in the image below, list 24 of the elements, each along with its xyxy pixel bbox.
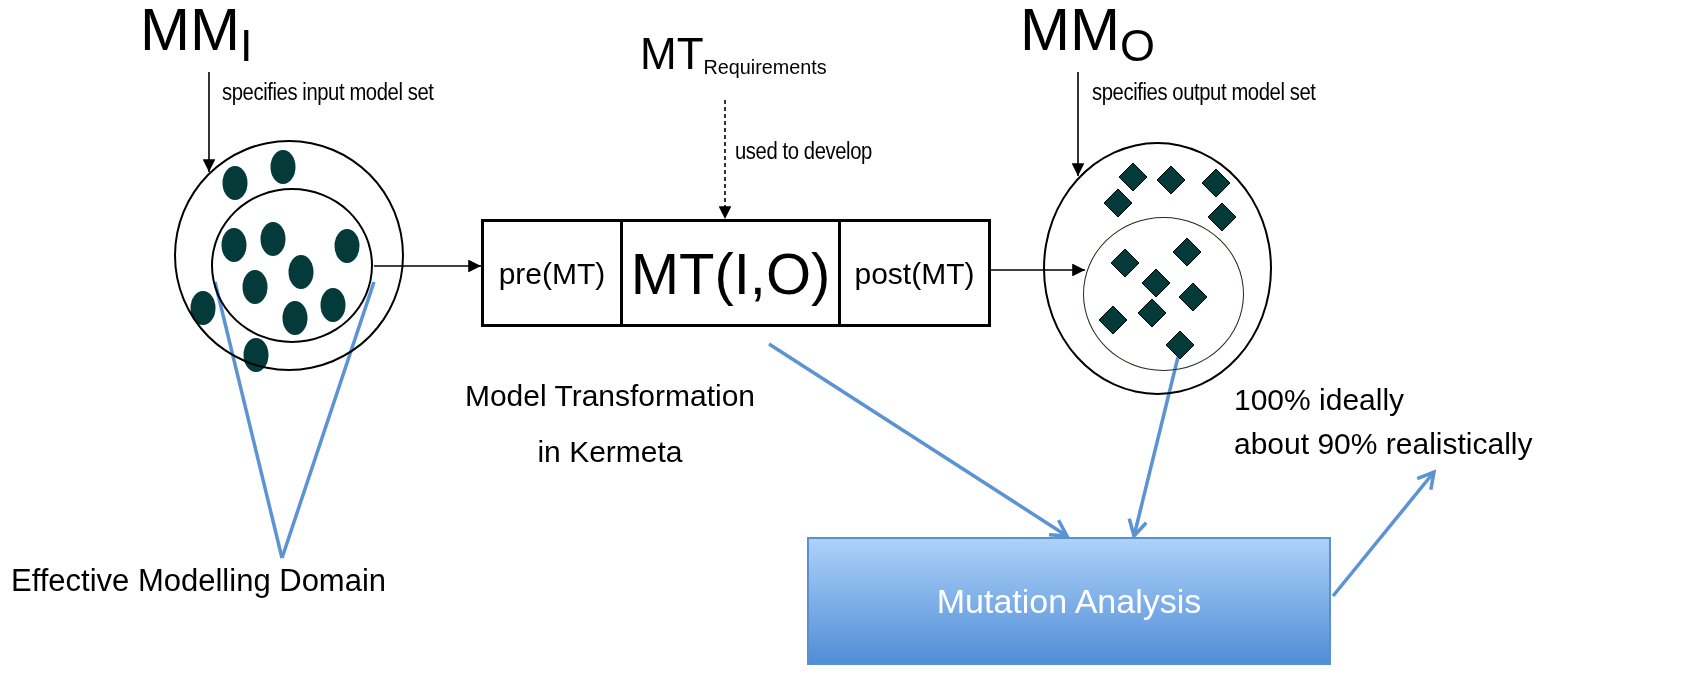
caption-text: Model Transformation in Kermeta <box>450 368 770 543</box>
diamond-marker <box>1165 330 1194 359</box>
edge-label: specifies input model set <box>222 78 434 107</box>
requirements-label: MT$_{Requirements}$ <box>640 32 890 98</box>
caption-text: Effective Modelling Domain <box>11 558 551 604</box>
note-line: about 90% realistically <box>1234 426 1534 462</box>
arrow <box>1331 470 1436 598</box>
metamodel-label: MM$_{I}$ <box>140 0 270 72</box>
arrow <box>373 259 482 273</box>
dashed-arrow <box>718 99 732 220</box>
arrow <box>202 71 216 173</box>
arrow <box>990 263 1086 277</box>
outer-circle <box>174 140 404 371</box>
arrow <box>1127 356 1180 538</box>
inner-circle <box>211 188 373 343</box>
edge-label: specifies output model set <box>1092 78 1316 107</box>
edge-label: used to develop <box>735 137 872 166</box>
process-box: MT(I,O) <box>620 219 841 327</box>
process-box: Mutation Analysis <box>807 537 1331 665</box>
note-line: 100% ideally <box>1234 382 1406 418</box>
arrow <box>1071 71 1085 177</box>
arrow <box>768 342 1069 538</box>
process-box: post(MT) <box>838 219 991 327</box>
process-box: pre(MT) <box>481 219 623 327</box>
